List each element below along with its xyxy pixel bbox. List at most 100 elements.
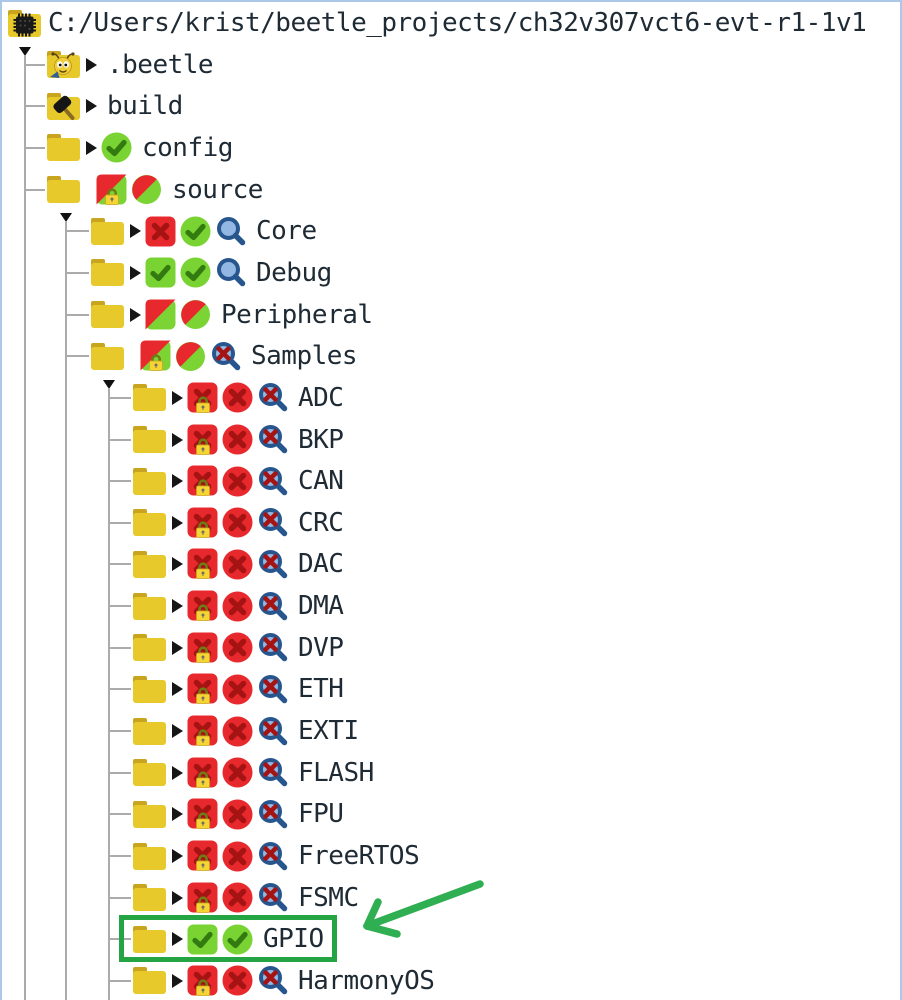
expand-caret-icon[interactable] xyxy=(86,57,97,72)
tree-row-build[interactable]: build xyxy=(46,85,183,127)
tree-row-GPIO[interactable]: GPIO xyxy=(132,918,324,960)
tree-branch-line xyxy=(109,979,131,982)
expand-caret-icon[interactable] xyxy=(172,599,183,614)
expand-caret-icon[interactable] xyxy=(172,432,183,447)
tree-branch-line xyxy=(25,63,45,66)
expanded-triangle-icon[interactable] xyxy=(60,213,72,223)
magnifier-cross-icon xyxy=(257,965,288,996)
tree-row-FLASH[interactable]: FLASH xyxy=(132,752,374,794)
tree-row-FreeRTOS[interactable]: FreeRTOS xyxy=(132,835,420,877)
hammer-folder-icon xyxy=(46,90,81,123)
cross-square-lock-icon xyxy=(187,548,218,580)
cross-square-lock-icon xyxy=(187,882,218,914)
tree-row-CRC[interactable]: CRC xyxy=(132,502,344,544)
expand-caret-icon[interactable] xyxy=(172,640,183,655)
tree-row-config[interactable]: config xyxy=(46,127,233,169)
tree-row-Core[interactable]: Core xyxy=(90,210,317,252)
cross-square-lock-icon xyxy=(187,840,218,872)
expand-caret-icon[interactable] xyxy=(130,265,141,280)
folder-icon xyxy=(132,381,167,414)
tree-row-DMA[interactable]: DMA xyxy=(132,585,344,627)
cross-circle-icon xyxy=(222,424,253,455)
tree-row-DVP[interactable]: DVP xyxy=(132,627,344,669)
cross-square-lock-icon xyxy=(187,632,218,664)
expand-caret-icon[interactable] xyxy=(172,390,183,405)
tree-item-label: Peripheral xyxy=(221,299,373,330)
root-path: C:/Users/krist/beetle_projects/ch32v307v… xyxy=(48,8,867,38)
tree-item-label: DVP xyxy=(298,632,344,663)
tree-row-DAC[interactable]: DAC xyxy=(132,543,344,585)
expand-caret-icon[interactable] xyxy=(172,474,183,489)
folder-icon xyxy=(132,548,167,581)
expand-caret-icon[interactable] xyxy=(172,973,183,988)
folder-icon xyxy=(90,298,125,331)
cross-circle-icon xyxy=(222,507,253,538)
expand-caret-icon[interactable] xyxy=(86,99,97,114)
tree-branch-line xyxy=(25,146,45,149)
cross-circle-icon xyxy=(222,466,253,497)
cross-circle-icon xyxy=(222,549,253,580)
expanded-triangle-icon[interactable] xyxy=(19,46,31,56)
split-square-lock-icon xyxy=(96,174,127,206)
split-square-icon xyxy=(145,299,176,330)
magnifier-cross-icon xyxy=(257,591,288,622)
expand-caret-icon[interactable] xyxy=(172,724,183,739)
expand-caret-icon[interactable] xyxy=(172,890,183,905)
tree-item-label: Debug xyxy=(256,257,332,288)
tree-row-CAN[interactable]: CAN xyxy=(132,460,344,502)
magnifier-cross-icon xyxy=(257,674,288,705)
folder-icon xyxy=(132,423,167,456)
magnifier-cross-icon xyxy=(257,716,288,747)
tree-row-root[interactable]: C:/Users/krist/beetle_projects/ch32v307v… xyxy=(7,2,867,44)
tree-branch-line xyxy=(109,771,131,774)
cross-circle-icon xyxy=(222,841,253,872)
cross-square-lock-icon xyxy=(187,715,218,747)
expand-caret-icon[interactable] xyxy=(86,140,97,155)
tree-branch-line xyxy=(109,396,131,399)
magnifier-cross-icon xyxy=(257,466,288,497)
tree-row-HarmonyOS[interactable]: HarmonyOS xyxy=(132,960,435,1000)
expand-caret-icon[interactable] xyxy=(130,307,141,322)
tree-row-ADC[interactable]: ADC xyxy=(132,377,344,419)
tree-row-Debug[interactable]: Debug xyxy=(90,252,332,294)
tree-item-label: HarmonyOS xyxy=(298,965,435,996)
tree-row-FPU[interactable]: FPU xyxy=(132,793,344,835)
tree-branch-line xyxy=(109,605,131,608)
expand-caret-icon[interactable] xyxy=(172,849,183,863)
expand-caret-icon[interactable] xyxy=(172,682,183,697)
tree-row-Peripheral[interactable]: Peripheral xyxy=(90,294,373,336)
expand-caret-icon[interactable] xyxy=(130,224,141,239)
tree-row-ETH[interactable]: ETH xyxy=(132,668,344,710)
folder-icon xyxy=(132,673,167,706)
tree-row-BKP[interactable]: BKP xyxy=(132,419,344,461)
expand-caret-icon[interactable] xyxy=(172,515,183,530)
tree-row-beetle[interactable]: .beetle xyxy=(46,44,214,86)
split-circle-icon xyxy=(180,299,211,330)
folder-icon xyxy=(132,881,167,914)
magnifier-cross-icon xyxy=(257,799,288,830)
expanded-triangle-icon[interactable] xyxy=(103,379,115,389)
check-circle-icon xyxy=(101,132,132,163)
magnifier-cross-icon xyxy=(257,632,288,663)
tree-item-label: DMA xyxy=(298,591,344,622)
expand-caret-icon[interactable] xyxy=(172,557,183,572)
folder-icon xyxy=(132,590,167,623)
expand-caret-icon[interactable] xyxy=(172,932,183,947)
tree-branch-line xyxy=(109,855,131,857)
expand-caret-icon[interactable] xyxy=(172,765,183,780)
tree-branch-line xyxy=(109,813,131,816)
cross-square-lock-icon xyxy=(187,424,218,456)
tree-item-label: .beetle xyxy=(107,49,214,80)
folder-icon xyxy=(132,465,167,498)
tree-branch-line xyxy=(109,896,131,899)
tree-row-FSMC[interactable]: FSMC xyxy=(132,877,359,919)
tree-row-Samples[interactable]: Samples xyxy=(90,335,358,377)
expand-caret-icon[interactable] xyxy=(172,807,183,822)
split-square-lock-icon xyxy=(140,340,171,372)
cross-circle-icon xyxy=(222,591,253,622)
tree-item-label: source xyxy=(172,174,263,205)
folder-icon xyxy=(90,340,125,373)
tree-row-source[interactable]: source xyxy=(46,169,263,211)
tree-row-EXTI[interactable]: EXTI xyxy=(132,710,359,752)
tree-item-label: GPIO xyxy=(263,924,324,955)
